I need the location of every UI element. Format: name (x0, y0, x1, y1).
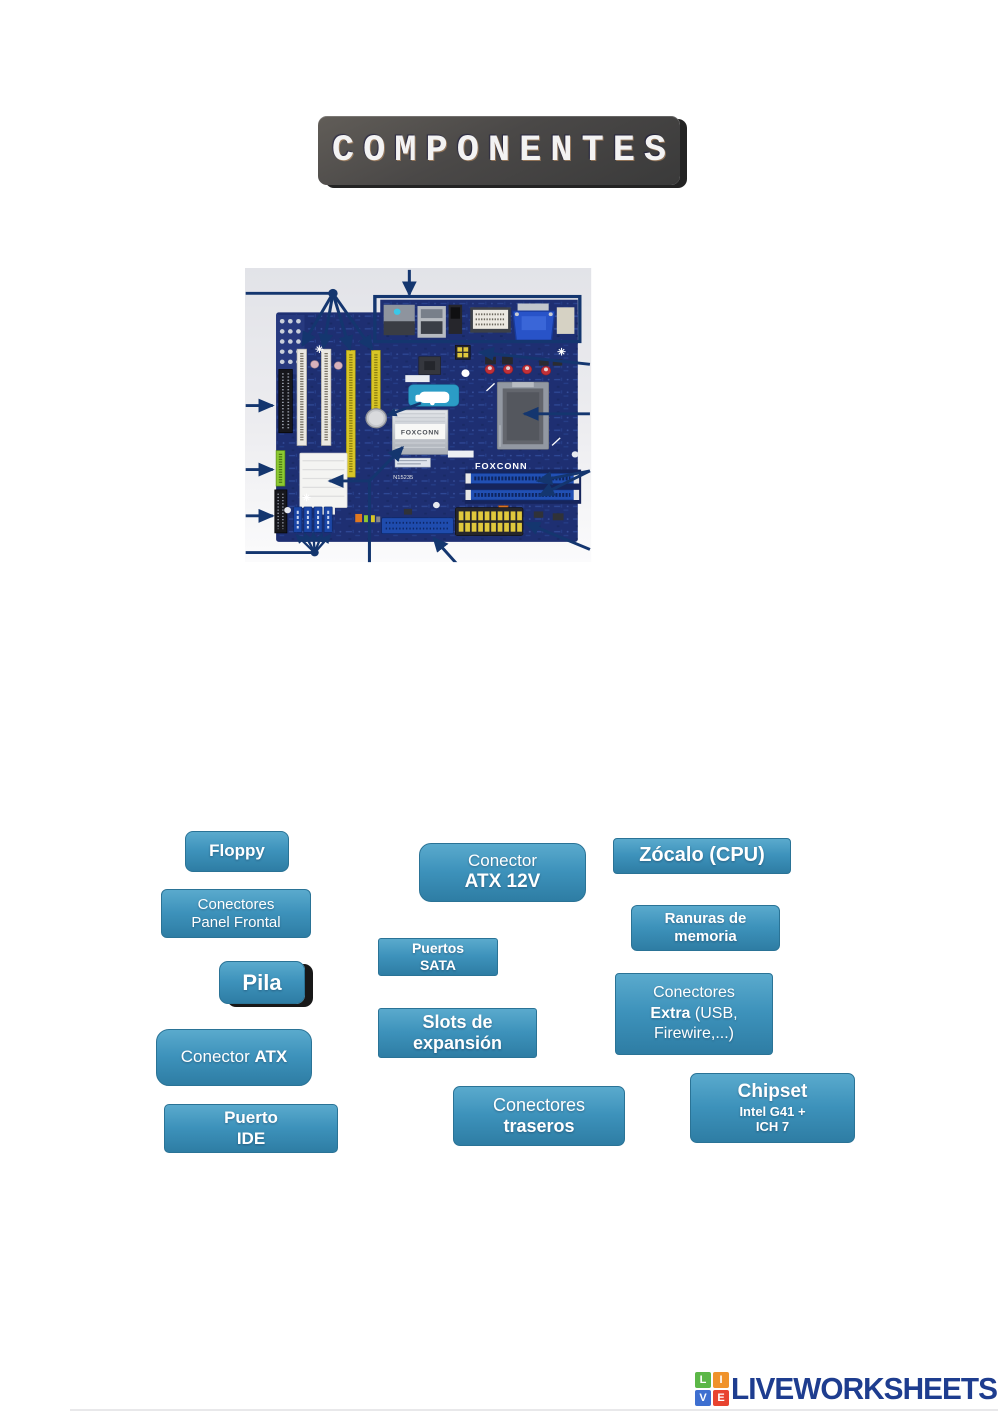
cmos-battery (365, 408, 388, 429)
label-chipset[interactable]: Chipset Intel G41 + ICH 7 (690, 1073, 855, 1143)
rear-io-ports (383, 303, 575, 341)
title-banner: COMPONENTES (318, 116, 680, 185)
motherboard-svg: FOXCONN N15235 (245, 268, 592, 563)
label-floppy[interactable]: Floppy (185, 831, 289, 872)
covered-label-box (408, 384, 460, 407)
annotation-arrows (245, 269, 591, 563)
label-conectores-extra[interactable]: Conectores Extra (USB, Firewire,...) (615, 973, 773, 1055)
logo-square-i: I (713, 1372, 729, 1388)
logo-square-v: V (695, 1390, 711, 1406)
atx-power-connector (455, 505, 524, 536)
vga-port (512, 303, 556, 341)
label-conectores-panel-frontal[interactable]: Conectores Panel Frontal (161, 889, 311, 938)
front-panel-header (275, 450, 286, 487)
page-title: COMPONENTES (331, 129, 676, 172)
sata-ports (293, 506, 333, 533)
label-puerto-ide[interactable]: Puerto IDE (164, 1104, 338, 1153)
logo-square-l: L (695, 1372, 711, 1388)
logo-square-e: E (713, 1390, 729, 1406)
expansion-slots (296, 348, 381, 478)
page-bottom-rule (70, 1409, 998, 1411)
label-slots-expansion[interactable]: Slots de expansión (378, 1008, 537, 1058)
heatsink-brand-text: FOXCONN (401, 430, 440, 437)
left-headers (274, 369, 293, 534)
label-zocalo-cpu[interactable]: Zócalo (CPU) (613, 838, 791, 874)
rear-ports-outline (373, 294, 582, 344)
dvi-port (470, 307, 511, 333)
liveworksheets-logo-mark: L I V E (695, 1372, 729, 1406)
ide-connector (381, 517, 454, 534)
motherboard-image: FOXCONN N15235 (245, 268, 757, 732)
label-puertos-sata[interactable]: Puertos SATA (378, 938, 498, 976)
label-pila[interactable]: Pila (219, 961, 305, 1004)
part-number-text: N15235 (393, 475, 413, 481)
bios-chip (405, 356, 441, 383)
label-conectores-traseros[interactable]: Conectores traseros (453, 1086, 625, 1146)
label-conector-atx-12v[interactable]: Conector ATX 12V (419, 843, 586, 902)
label-conector-atx[interactable]: Conector ATX (156, 1029, 312, 1086)
chipset-heatsink (299, 452, 348, 515)
label-ranuras-memoria[interactable]: Ranuras de memoria (631, 905, 780, 951)
liveworksheets-logo: L I V E LIVEWORKSHEETS (695, 1371, 1000, 1407)
svg-text:FOXCONN: FOXCONN (475, 461, 528, 471)
liveworksheets-wordmark: LIVEWORKSHEETS (731, 1371, 998, 1406)
atx12v-connector (455, 345, 471, 360)
